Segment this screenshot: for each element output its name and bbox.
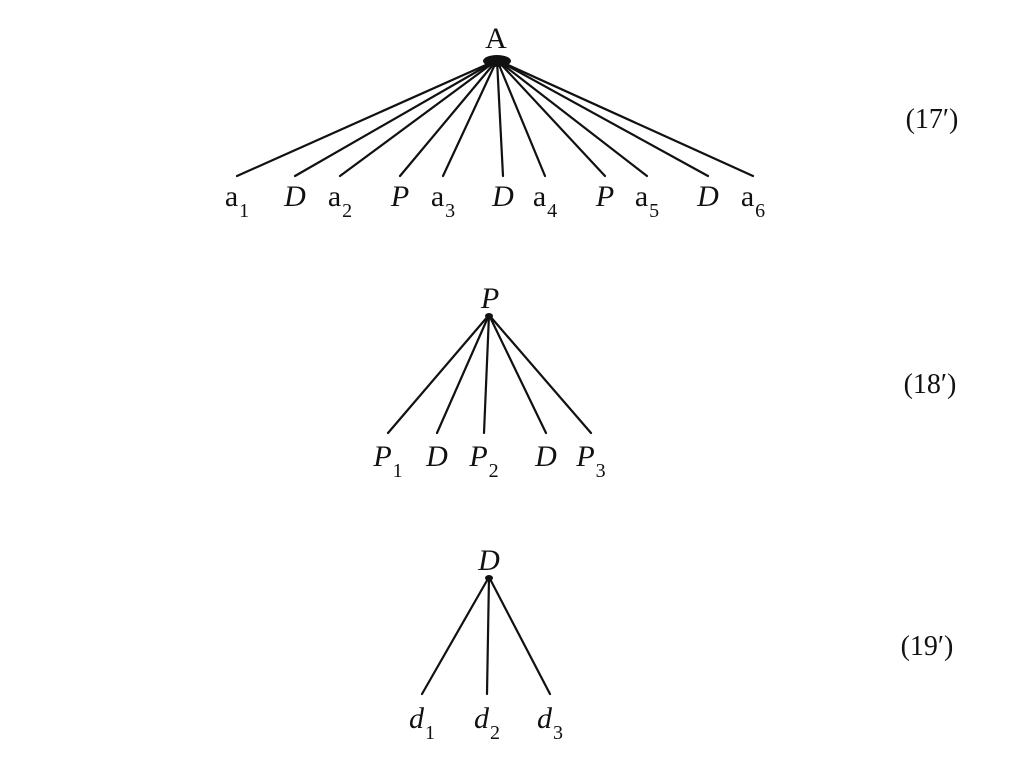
tree-leaf-label: d3 [537, 702, 563, 744]
equation-number: (18′) [904, 369, 957, 400]
tree-18-edges [386, 313, 593, 435]
tree-leaf-label: a3 [431, 180, 455, 222]
tree-edge [398, 58, 499, 178]
tree-leaf-label-base: D [491, 180, 514, 213]
tree-edge [338, 58, 499, 178]
tree-leaf-label: D [534, 440, 557, 473]
tree-leaf-label-base: P [595, 180, 614, 213]
tree-leaf-label: d2 [474, 702, 500, 744]
tree-17-edges [235, 58, 755, 178]
tree-leaf-label-base: P [390, 180, 409, 213]
tree-leaf-label-subscript: 1 [239, 200, 249, 222]
tree-leaf-label-subscript: 2 [489, 460, 499, 482]
tree-leaf-label: a1 [225, 180, 249, 222]
tree-leaf-label: D [283, 180, 306, 213]
tree-leaf-label-base: a [533, 180, 546, 213]
tree-leaf-label: D [696, 180, 719, 213]
tree-leaf-label-base: D [283, 180, 306, 213]
tree-edge [495, 58, 710, 178]
tree-leaf-label-base: P [372, 440, 391, 473]
tree-edge [435, 313, 491, 435]
tree-leaf-label-subscript: 1 [393, 460, 403, 482]
tree-leaf-label-base: D [696, 180, 719, 213]
tree-root-label: A [485, 22, 507, 55]
tree-19-edges [420, 575, 552, 696]
tree-leaf-label-subscript: 3 [445, 200, 455, 222]
tree-leaf-label: a2 [328, 180, 352, 222]
tree-leaf-label-base: d [474, 702, 490, 735]
tree-edge [386, 313, 491, 435]
tree-leaf-label-base: P [468, 440, 487, 473]
tree-leaf-label: P3 [575, 440, 605, 482]
tree-root-label: D [477, 544, 500, 577]
tree-edge [495, 58, 547, 178]
tree-edge [485, 575, 491, 696]
tree-leaf-label-subscript: 5 [649, 200, 659, 222]
tree-leaf-label: P [595, 180, 614, 213]
tree-root-label-base: D [477, 544, 500, 577]
tree-edge [235, 58, 499, 178]
tree-leaf-label: P2 [468, 440, 498, 482]
tree-leaf-label-base: a [431, 180, 444, 213]
tree-apex-node [485, 313, 493, 319]
tree-edge [293, 58, 499, 178]
equation-number: (17′) [906, 104, 959, 135]
tree-edge [487, 313, 593, 435]
tree-edge [420, 575, 491, 696]
tree-leaf-label-subscript: 2 [342, 200, 352, 222]
tree-apex-node [483, 55, 511, 67]
tree-leaf-label: a5 [635, 180, 659, 222]
tree-edge [441, 58, 499, 178]
tree-leaf-label-subscript: 4 [547, 200, 557, 222]
tree-leaf-label-base: d [409, 702, 425, 735]
tree-apex-node [485, 575, 493, 581]
tree-leaf-label-base: d [537, 702, 553, 735]
tree-leaf-label-base: a [225, 180, 238, 213]
tree-root-label: P [480, 282, 499, 315]
tree-leaf-label-base: P [575, 440, 594, 473]
tree-edge [495, 58, 505, 178]
tree-leaf-label-base: D [425, 440, 448, 473]
tree-leaf-label-base: a [741, 180, 754, 213]
tree-edge [495, 58, 649, 178]
tree-edge [482, 313, 491, 435]
tree-edge [495, 58, 607, 178]
tree-leaf-label-subscript: 3 [596, 460, 606, 482]
tree-leaf-label: D [491, 180, 514, 213]
equation-number: (19′) [901, 631, 954, 662]
tree-leaf-label-base: D [534, 440, 557, 473]
tree-leaf-label-subscript: 3 [553, 722, 563, 744]
tree-leaf-label: P [390, 180, 409, 213]
tree-root-label-base: A [485, 22, 507, 55]
tree-leaf-label-base: a [635, 180, 648, 213]
tree-edge [495, 58, 755, 178]
tree-leaf-label: D [425, 440, 448, 473]
tree-leaf-label: d1 [409, 702, 435, 744]
tree-leaf-label: a4 [533, 180, 557, 222]
tree-edge [487, 575, 552, 696]
tree-leaf-label: P1 [372, 440, 402, 482]
tree-leaf-label-subscript: 2 [490, 722, 500, 744]
tree-leaf-label-base: a [328, 180, 341, 213]
tree-edge [487, 313, 548, 435]
tree-leaf-label-subscript: 6 [755, 200, 765, 222]
tree-leaf-label-subscript: 1 [425, 722, 435, 744]
tree-root-label-base: P [480, 282, 499, 315]
tree-leaf-label: a6 [741, 180, 765, 222]
